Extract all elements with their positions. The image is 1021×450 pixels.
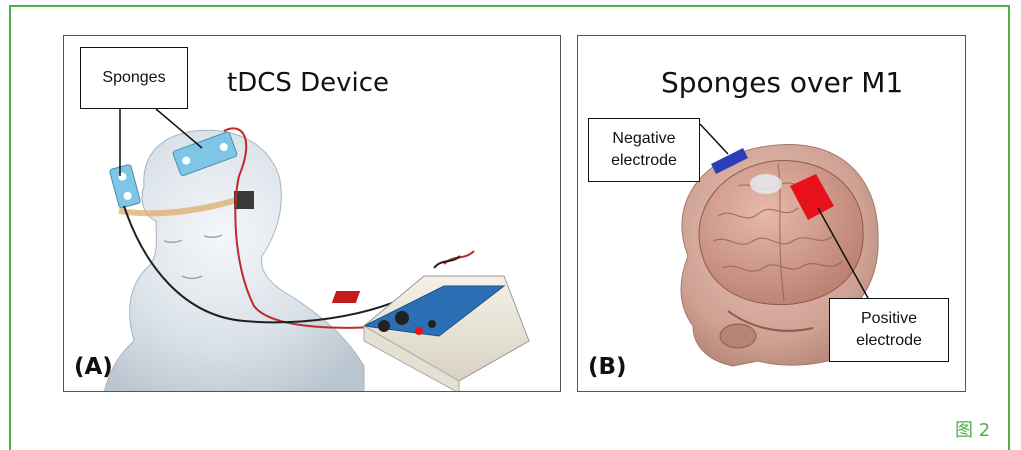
figure-label: 图 2 <box>955 416 990 442</box>
positive-electrode-callout: Positive electrode <box>829 298 949 362</box>
panel-b-tag: (B) <box>588 354 627 380</box>
negative-electrode-callout: Negative electrode <box>588 118 700 182</box>
panel-a: tDCS Device (A) Sponges <box>63 35 561 392</box>
left-sponge <box>109 164 141 208</box>
mannequin-head <box>104 130 364 392</box>
panel-b-title: Sponges over M1 <box>661 66 903 99</box>
panel-b: Sponges over M1 (B) Negative electrode P… <box>577 35 966 392</box>
panel-a-tag: (A) <box>74 354 113 380</box>
sponges-callout: Sponges <box>80 47 188 109</box>
panel-a-title: tDCS Device <box>227 68 389 98</box>
